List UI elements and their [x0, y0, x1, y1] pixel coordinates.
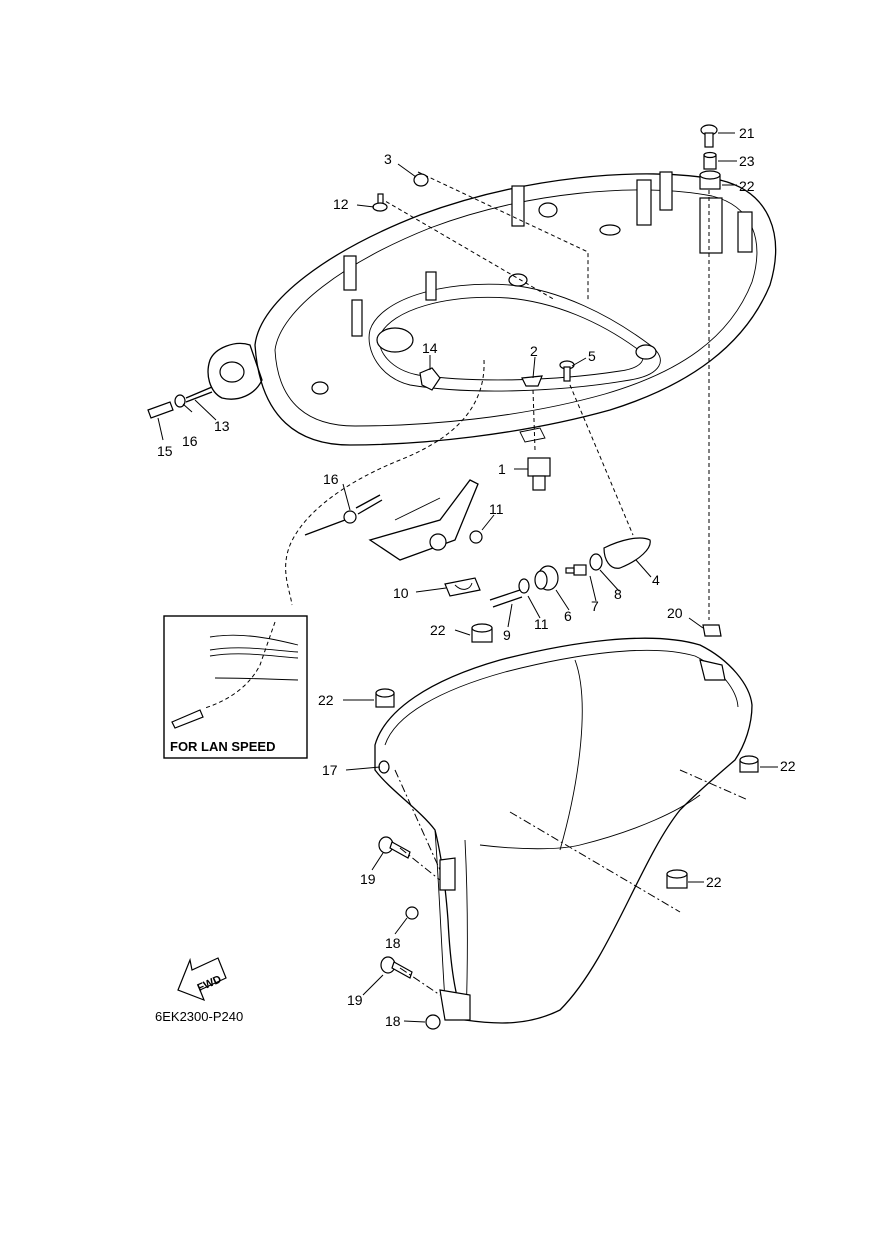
- grommet-part-22-c: [739, 755, 759, 773]
- fwd-arrow-icon: FWD: [177, 957, 227, 1002]
- guide-line: [379, 197, 556, 301]
- grommet-part-22-b: [375, 688, 395, 708]
- bottom-cowling-tray: [207, 171, 777, 446]
- callout-9: 9: [503, 627, 511, 643]
- grommet-part-22-a: [471, 623, 493, 643]
- callout-16: 16: [323, 471, 339, 487]
- bolt-part-21: [700, 124, 718, 148]
- diagram-code: 6EK2300-P240: [155, 1009, 243, 1024]
- callout-14: 14: [422, 340, 438, 356]
- nut-part-3: [413, 173, 429, 187]
- guide-line: [509, 811, 681, 913]
- hose-part-10: [444, 577, 481, 597]
- guide-line: [532, 389, 536, 451]
- callout-12: 12: [333, 196, 349, 212]
- callout-13: 13: [214, 418, 230, 434]
- screw-part-12: [372, 193, 388, 212]
- callout-5: 5: [588, 348, 596, 364]
- inset-detail: FOR LAN SPEED: [163, 615, 308, 759]
- grommet-part-22-d: [666, 869, 688, 889]
- callout-22: 22: [706, 874, 722, 890]
- callout-22: 22: [739, 178, 755, 194]
- leader-lines: [157, 132, 778, 1023]
- ring-part-8: [589, 553, 603, 571]
- clip-part-11-upper: [469, 530, 483, 544]
- clip-part-20: [702, 624, 722, 637]
- callout-8: 8: [614, 586, 622, 602]
- callout-4: 4: [652, 572, 660, 588]
- callout-18: 18: [385, 1013, 401, 1029]
- bolt-part-19-upper: [378, 836, 411, 859]
- cover-part-4: [603, 537, 651, 569]
- callout-22: 22: [780, 758, 796, 774]
- grommet-part-17: [378, 760, 390, 774]
- callout-20: 20: [667, 605, 683, 621]
- callout-22: 22: [318, 692, 334, 708]
- callout-15: 15: [157, 443, 173, 459]
- cap-part-2: [521, 375, 543, 387]
- inset-caption: FOR LAN SPEED: [170, 739, 275, 754]
- guide-line: [394, 769, 441, 871]
- callout-6: 6: [564, 608, 572, 624]
- callout-17: 17: [322, 762, 338, 778]
- apron-cover: [374, 637, 753, 1024]
- guide-line: [569, 384, 634, 536]
- callout-23: 23: [739, 153, 755, 169]
- callout-2: 2: [530, 343, 538, 359]
- nut-part-6: [534, 565, 559, 591]
- grommet-part-22-top: [699, 170, 721, 190]
- callout-labels: 21 23 22 3 12 14 2 5 13 16 15 1 16 11 4 …: [157, 125, 796, 1029]
- fitting-part-7: [565, 564, 587, 576]
- speed-cable-bracket: [304, 479, 479, 561]
- nipple-part-1: [527, 457, 551, 491]
- guide-line: [679, 769, 749, 801]
- guide-line: [417, 171, 589, 300]
- callout-22: 22: [430, 622, 446, 638]
- callout-10: 10: [393, 585, 409, 601]
- callout-19: 19: [360, 871, 376, 887]
- callout-21: 21: [739, 125, 755, 141]
- hose-part-9: [489, 589, 523, 608]
- nut-part-18-upper: [405, 906, 419, 920]
- callout-19: 19: [347, 992, 363, 1008]
- callout-1: 1: [498, 461, 506, 477]
- callout-18: 18: [385, 935, 401, 951]
- callout-7: 7: [591, 598, 599, 614]
- guide-line: [399, 847, 441, 881]
- guide-line: [399, 967, 441, 996]
- collar-part-23: [703, 151, 717, 170]
- callout-11: 11: [534, 616, 549, 632]
- callout-11: 11: [489, 501, 504, 517]
- bolt-part-19-lower: [380, 956, 413, 979]
- cable-fitting-parts: [147, 386, 213, 419]
- nut-part-18-lower: [425, 1014, 441, 1030]
- callout-3: 3: [384, 151, 392, 167]
- clip-part-11-lower: [518, 578, 530, 594]
- screw-part-5: [559, 360, 575, 382]
- guide-line: [285, 359, 485, 606]
- callout-16: 16: [182, 433, 198, 449]
